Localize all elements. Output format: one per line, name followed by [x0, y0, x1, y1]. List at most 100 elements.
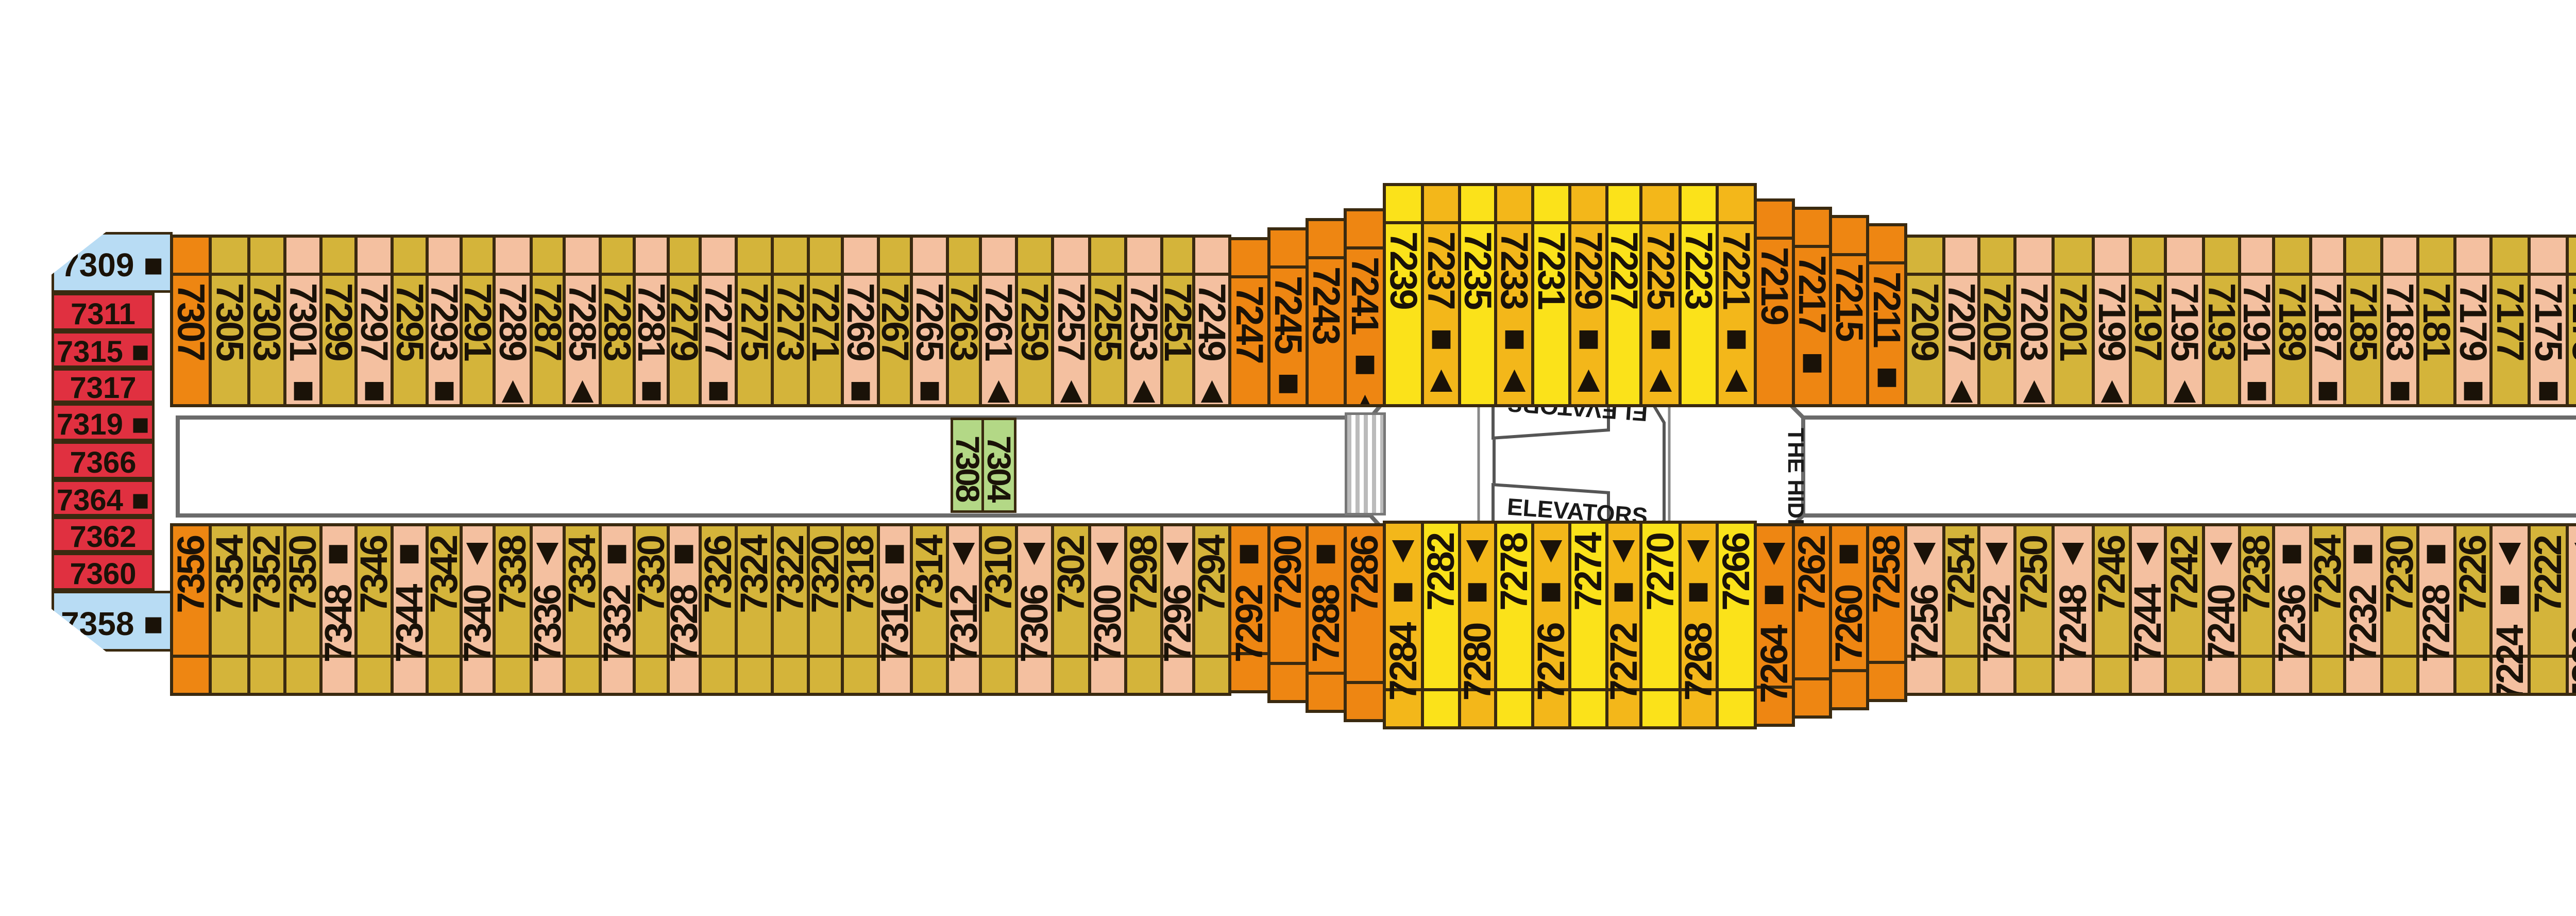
cabin-7246[interactable]: 7246	[2092, 523, 2132, 696]
cabin-7306[interactable]: 7306 ▲	[1015, 523, 1054, 696]
cabin-7271[interactable]: 7271	[807, 235, 844, 407]
cabin-7181[interactable]: 7181	[2416, 235, 2456, 407]
cabin-7336[interactable]: 7336 ▲	[530, 523, 566, 696]
cabin-7248[interactable]: 7248 ▲	[2052, 523, 2095, 696]
cabin-7222[interactable]: 7222	[2528, 523, 2569, 696]
cabin-7201[interactable]: 7201	[2052, 235, 2095, 407]
cabin-7305[interactable]: 7305	[209, 235, 250, 407]
cabin-7348[interactable]: 7348 ■	[319, 523, 358, 696]
cabin-7197[interactable]: 7197	[2129, 235, 2167, 407]
cabin-7233[interactable]: 7233 ■▲	[1494, 183, 1534, 407]
cabin-7302[interactable]: 7302	[1051, 523, 1091, 696]
cabin-7316[interactable]: 7316 ■	[877, 523, 913, 696]
cabin-7223[interactable]: 7223	[1679, 183, 1719, 407]
cabin-7193[interactable]: 7193	[2202, 235, 2241, 407]
cabin-7293[interactable]: 7293 ■	[426, 235, 463, 407]
cabin-7344[interactable]: 7344 ■	[391, 523, 429, 696]
cabin-7300[interactable]: 7300 ▲	[1088, 523, 1127, 696]
cabin-7298[interactable]: 7298	[1124, 523, 1163, 696]
cabin-7173[interactable]: 7173	[2566, 235, 2576, 407]
cabin-7273[interactable]: 7273	[771, 235, 810, 407]
cabin-7289[interactable]: 7289 ▲	[493, 235, 533, 407]
cabin-7221[interactable]: 7221 ■▲	[1716, 183, 1757, 407]
cabin-7217[interactable]: 7217 ■	[1792, 207, 1832, 407]
cabin-7249[interactable]: 7249 ▲	[1192, 235, 1231, 407]
cabin-7253[interactable]: 7253 ▲	[1124, 235, 1163, 407]
cabin-7317[interactable]: 7317	[52, 368, 155, 403]
cabin-7238[interactable]: 7238	[2238, 523, 2275, 696]
cabin-7279[interactable]: 7279	[667, 235, 702, 407]
cabin-7219[interactable]: 7219	[1754, 198, 1795, 407]
cabin-7250[interactable]: 7250	[2013, 523, 2055, 696]
cabin-7185[interactable]: 7185	[2343, 235, 2383, 407]
cabin-7256[interactable]: 7256 ▲	[1904, 523, 1945, 696]
cabin-7314[interactable]: 7314	[910, 523, 949, 696]
cabin-7330[interactable]: 7330	[633, 523, 670, 696]
cabin-7265[interactable]: 7265 ■	[910, 235, 949, 407]
cabin-7320[interactable]: 7320	[807, 523, 844, 696]
cabin-7247[interactable]: 7247	[1228, 237, 1270, 407]
cabin-7301[interactable]: 7301 ■	[283, 235, 323, 407]
cabin-7318[interactable]: 7318	[841, 523, 880, 696]
cabin-7231[interactable]: 7231	[1531, 183, 1571, 407]
cabin-7332[interactable]: 7332 ■	[599, 523, 636, 696]
cabin-7274[interactable]: 7274	[1568, 521, 1608, 729]
cabin-7310[interactable]: 7310	[979, 523, 1018, 696]
cabin-7315[interactable]: 7315 ■	[52, 331, 155, 368]
cabin-7251[interactable]: 7251	[1160, 235, 1195, 407]
cabin-7255[interactable]: 7255	[1088, 235, 1127, 407]
cabin-7285[interactable]: 7285 ▲	[563, 235, 602, 407]
cabin-7263[interactable]: 7263	[946, 235, 982, 407]
cabin-7243[interactable]: 7243	[1306, 218, 1347, 407]
cabin-7226[interactable]: 7226	[2453, 523, 2493, 696]
cabin-7195[interactable]: 7195 ▲	[2164, 235, 2205, 407]
cabin-7205[interactable]: 7205	[1977, 235, 2016, 407]
cabin-7270[interactable]: 7270	[1639, 521, 1682, 729]
cabin-7284[interactable]: 7284 ■▲	[1383, 521, 1424, 729]
cabin-7189[interactable]: 7189	[2272, 235, 2312, 407]
cabin-7183[interactable]: 7183 ■	[2380, 235, 2419, 407]
cabin-7179[interactable]: 7179 ■	[2453, 235, 2493, 407]
cabin-7338[interactable]: 7338	[493, 523, 533, 696]
cabin-7366[interactable]: 7366	[52, 441, 155, 479]
cabin-7311[interactable]: 7311	[52, 293, 155, 331]
cabin-7292[interactable]: 7292 ■	[1228, 523, 1270, 693]
cabin-7291[interactable]: 7291	[460, 235, 496, 407]
cabin-7245[interactable]: 7245 ■	[1267, 227, 1309, 407]
cabin-7242[interactable]: 7242	[2164, 523, 2205, 696]
cabin-7262[interactable]: 7262	[1792, 523, 1832, 719]
cabin-7224[interactable]: 7224 ■▲	[2489, 523, 2531, 696]
cabin-7220[interactable]: 7220 ■▲	[2566, 523, 2576, 696]
cabin-7261[interactable]: 7261 ▲	[979, 235, 1018, 407]
cabin-7334[interactable]: 7334	[563, 523, 602, 696]
cabin-7199[interactable]: 7199 ▲	[2092, 235, 2132, 407]
cabin-7234[interactable]: 7234	[2309, 523, 2346, 696]
cabin-7177[interactable]: 7177	[2489, 235, 2531, 407]
cabin-7362[interactable]: 7362	[52, 517, 155, 553]
cabin-7281[interactable]: 7281 ■	[633, 235, 670, 407]
cabin-7207[interactable]: 7207 ▲	[1942, 235, 1980, 407]
cabin-7264[interactable]: 7264 ■▲	[1754, 523, 1795, 727]
cabin-7266[interactable]: 7266	[1716, 521, 1757, 729]
cabin-7191[interactable]: 7191 ■	[2238, 235, 2275, 407]
cabin-7215[interactable]: 7215	[1829, 215, 1869, 407]
cabin-7230[interactable]: 7230	[2380, 523, 2419, 696]
cabin-7236[interactable]: 7236 ■	[2272, 523, 2312, 696]
cabin-7290[interactable]: 7290	[1267, 523, 1309, 703]
cabin-7307[interactable]: 7307	[170, 235, 212, 407]
cabin-7227[interactable]: 7227	[1605, 183, 1642, 407]
cabin-7240[interactable]: 7240 ▲	[2202, 523, 2241, 696]
cabin-7267[interactable]: 7267	[877, 235, 913, 407]
cabin-7254[interactable]: 7254	[1942, 523, 1980, 696]
cabin-7346[interactable]: 7346	[354, 523, 394, 696]
cabin-7225[interactable]: 7225 ■▲	[1639, 183, 1682, 407]
cabin-7260[interactable]: 7260 ■	[1829, 523, 1869, 710]
cabin-7364[interactable]: 7364 ■	[52, 479, 155, 517]
cabin-7175[interactable]: 7175 ■▲	[2528, 235, 2569, 407]
cabin-7326[interactable]: 7326	[699, 523, 738, 696]
cabin-7354[interactable]: 7354	[209, 523, 250, 696]
cabin-7278[interactable]: 7278	[1494, 521, 1534, 729]
cabin-7241[interactable]: 7241 ■▲	[1344, 208, 1386, 407]
cabin-7187[interactable]: 7187 ■	[2309, 235, 2346, 407]
cabin-7244[interactable]: 7244 ▲	[2129, 523, 2167, 696]
